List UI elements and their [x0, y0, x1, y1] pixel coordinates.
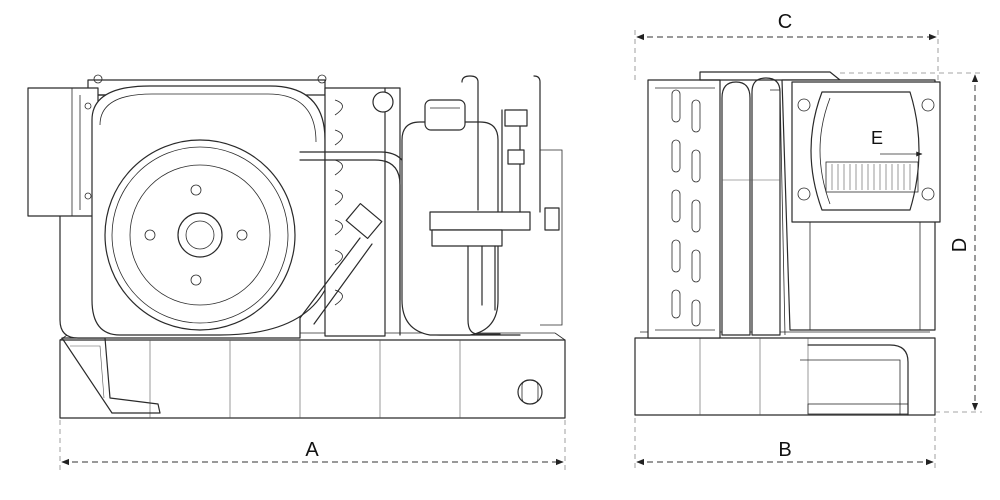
bolt [190, 274, 202, 286]
front-base-tray [59, 332, 566, 419]
front-motor-housing [27, 87, 99, 217]
front-view [27, 74, 566, 419]
dimension-lines [59, 30, 982, 470]
bolt [236, 229, 248, 241]
blower-scroll [91, 85, 326, 336]
bolt [144, 229, 156, 241]
dimension-d-label: D [949, 238, 971, 252]
dimension-b-label: B [778, 439, 791, 461]
service-valves [429, 75, 563, 335]
side-blower-box [781, 79, 941, 331]
coil-slots [671, 89, 701, 327]
blower-wheel [104, 139, 296, 331]
side-tubes [699, 71, 841, 336]
blower-vanes [825, 161, 919, 193]
dimension-e-label: E [871, 128, 883, 148]
bolt [190, 184, 202, 196]
hub [177, 212, 223, 258]
dimension-a-label: A [305, 439, 319, 461]
side-coil [647, 79, 721, 339]
dimension-c-label: C [778, 11, 792, 33]
side-base-tray [634, 331, 936, 416]
side-view [634, 71, 941, 416]
